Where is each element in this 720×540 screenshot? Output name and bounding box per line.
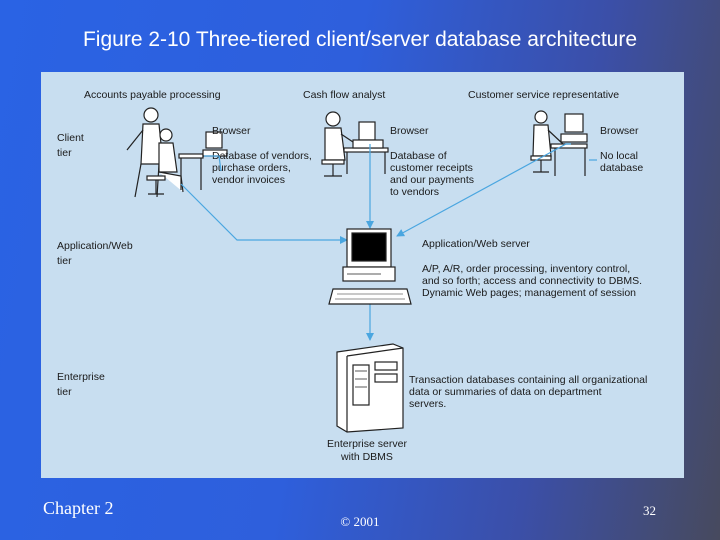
enterprise-server-icon <box>336 343 404 433</box>
tier-label-line: tier <box>57 147 72 159</box>
client-details-accounts-payable: Database of vendors, purchase orders, ve… <box>212 150 312 186</box>
client-browser-label: Browser <box>212 125 251 137</box>
client-details-line: No local <box>600 150 638 162</box>
enterprise-server-details-line: Transaction databases containing all org… <box>409 374 647 386</box>
enterprise-server-details-line: data or summaries of data on department <box>409 386 602 398</box>
client-details-line: database <box>600 162 643 174</box>
enterprise-server-name-line: with DBMS <box>340 451 393 463</box>
application-server-details-line: Dynamic Web pages; management of session <box>422 287 636 299</box>
application-server-details: A/P, A/R, order processing, inventory co… <box>422 263 642 299</box>
client-details-line: to vendors <box>390 186 439 198</box>
column-header-cash-flow: Cash flow analyst <box>303 89 385 101</box>
client-browser-label: Browser <box>600 125 639 137</box>
enterprise-server-name-line: Enterprise server <box>327 438 407 450</box>
column-header-customer-service: Customer service representative <box>468 89 619 101</box>
tier-label-line: Client <box>57 132 84 144</box>
enterprise-server-details-line: servers. <box>409 398 446 410</box>
client-details-line: customer receipts <box>390 162 473 174</box>
client-details-line: Database of <box>390 150 447 162</box>
tier-label-client: Client tier <box>57 132 84 159</box>
column-header-accounts-payable: Accounts payable processing <box>84 89 221 101</box>
client-details-line: Database of vendors, <box>212 150 312 162</box>
architecture-diagram: Accounts payable processing Cash flow an… <box>57 89 647 463</box>
diagram-panel: Accounts payable processing Cash flow an… <box>41 72 684 478</box>
application-server-icon <box>328 228 412 305</box>
footer-chapter-label: Chapter 2 <box>43 498 114 518</box>
enterprise-server-name: Enterprise server with DBMS <box>327 438 407 463</box>
client-workstation-accounts-payable-icon <box>126 107 228 198</box>
tier-label-line: tier <box>57 255 72 267</box>
client-details-line: and our payments <box>390 174 474 186</box>
application-server-details-line: and so forth; access and connectivity to… <box>422 275 642 287</box>
client-details-customer-service: No local database <box>600 150 643 174</box>
footer-page-number: 32 <box>643 503 656 518</box>
client-workstation-customer-service-icon <box>530 110 588 176</box>
client-browser-label: Browser <box>390 125 429 137</box>
client-workstation-cash-flow-icon <box>321 111 389 177</box>
enterprise-server-details: Transaction databases containing all org… <box>409 374 647 410</box>
client-details-line: vendor invoices <box>212 174 285 186</box>
client-details-line: purchase orders, <box>212 162 291 174</box>
client-details-cash-flow: Database of customer receipts and our pa… <box>390 150 474 198</box>
footer-copyright: © 2001 <box>340 514 380 529</box>
connector-arrows <box>180 143 597 341</box>
tier-label-line: tier <box>57 386 72 398</box>
slide-title: Figure 2-10 Three-tiered client/server d… <box>82 28 638 51</box>
application-server-name: Application/Web server <box>422 238 530 250</box>
tier-label-line: Enterprise <box>57 371 105 383</box>
tier-label-line: Application/Web <box>57 240 133 252</box>
tier-label-application: Application/Web tier <box>57 240 133 267</box>
tier-label-enterprise: Enterprise tier <box>57 371 105 398</box>
application-server-details-line: A/P, A/R, order processing, inventory co… <box>422 263 630 275</box>
